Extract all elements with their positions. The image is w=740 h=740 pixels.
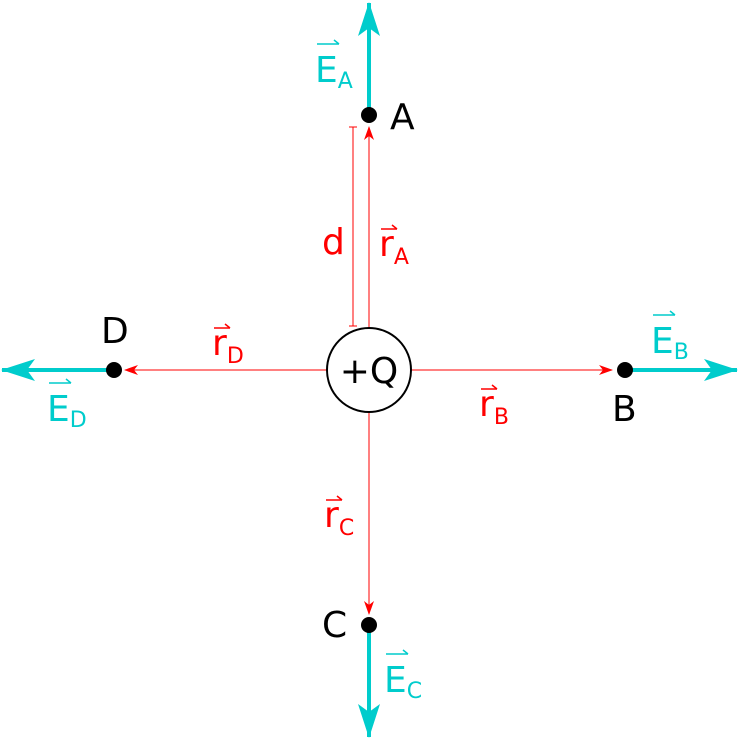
- field-label-d: ED: [47, 378, 87, 433]
- vector-arrow-icon: [214, 323, 231, 329]
- point-b-label: B: [612, 389, 637, 430]
- svg-text:EB: EB: [651, 321, 689, 365]
- vector-arrow-icon: [326, 495, 343, 501]
- distance-label: d: [322, 222, 345, 263]
- vector-arrow-icon: [49, 378, 72, 384]
- field-label-c: EC: [384, 649, 422, 704]
- vector-arrow-icon: [386, 649, 409, 655]
- position-label-d: rD: [212, 323, 244, 369]
- position-label-b: rB: [479, 384, 509, 430]
- point-a-dot: [361, 107, 377, 123]
- point-c-label: C: [322, 605, 347, 646]
- distance-bracket: [349, 126, 357, 327]
- svg-text:rD: rD: [212, 323, 244, 369]
- svg-text:rB: rB: [479, 384, 509, 430]
- point-c-dot: [361, 617, 377, 633]
- point-a-label: A: [390, 97, 415, 138]
- point-d-label: D: [101, 311, 129, 352]
- position-label-c: rC: [324, 495, 354, 541]
- vector-arrow-icon: [481, 384, 498, 390]
- point-b-dot: [617, 362, 633, 378]
- position-label-a: rA: [379, 224, 409, 270]
- svg-text:rC: rC: [324, 495, 354, 541]
- field-label-a: EA: [315, 39, 353, 94]
- vector-arrow-icon: [317, 39, 340, 45]
- field-label-b: EB: [651, 310, 689, 365]
- point-d-dot: [106, 362, 122, 378]
- vector-arrow-icon: [653, 310, 676, 316]
- svg-text:EA: EA: [315, 50, 353, 94]
- charge-label: +Q: [340, 351, 399, 392]
- point-charge: [326, 327, 412, 413]
- svg-text:ED: ED: [47, 389, 87, 433]
- svg-text:EC: EC: [384, 660, 422, 704]
- vector-arrow-icon: [381, 224, 398, 230]
- svg-text:rA: rA: [379, 224, 409, 270]
